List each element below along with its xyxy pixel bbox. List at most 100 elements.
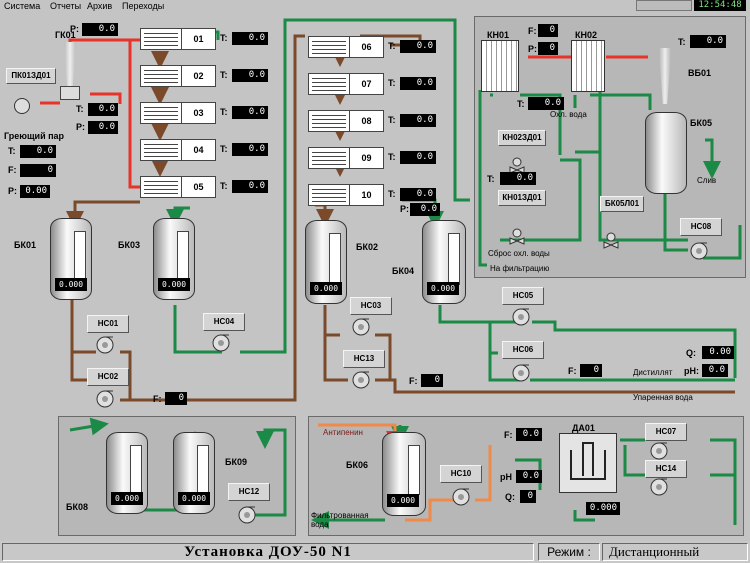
valve-kn01-button[interactable]: КН01ЗД01 <box>498 190 546 206</box>
gk-p-label: P: <box>70 24 79 34</box>
condenser-kn02[interactable] <box>571 40 605 92</box>
pump-icon[interactable] <box>452 488 470 506</box>
pump-icon[interactable] <box>650 478 668 496</box>
lr-ph-label: pH <box>500 472 512 482</box>
pump-icon[interactable] <box>690 242 708 260</box>
menu-item-system[interactable]: Система <box>4 1 41 11</box>
heat-exchanger-number: 03 <box>181 103 215 123</box>
valve-kn02-button[interactable]: КН02ЗД01 <box>498 130 546 146</box>
cooling-water-label: Охл. вода <box>550 110 587 119</box>
heat-exchanger-05[interactable]: 05 <box>140 176 216 198</box>
heat-exchanger-03[interactable]: 03 <box>140 102 216 124</box>
tank-bk01[interactable]: 0.000 <box>50 218 92 300</box>
exchanger-tubes <box>312 188 346 202</box>
evaporated-water-label: Упаренная вода <box>633 393 693 402</box>
pump-ns14-button[interactable]: НС14 <box>645 460 687 478</box>
tank-bk06[interactable]: 0.000 <box>382 432 426 516</box>
tank-bk08[interactable]: 0.000 <box>106 432 148 514</box>
heat-exchanger-07[interactable]: 07 <box>308 73 384 95</box>
distillate-q-label: Q: <box>686 348 696 358</box>
pump-icon[interactable] <box>238 506 256 524</box>
gk-t-value: 0.0 <box>88 103 118 116</box>
pump-ns06-button[interactable]: НС06 <box>502 341 544 359</box>
tank-bk01-label: БК01 <box>14 240 36 250</box>
level-bk05-button[interactable]: БК05Л01 <box>600 196 644 212</box>
heat-exchanger-04[interactable]: 04 <box>140 139 216 161</box>
da01-value: 0.000 <box>586 502 620 515</box>
exchanger-tubes <box>312 40 346 54</box>
lr-f-value: 0.0 <box>516 428 542 441</box>
menu-item-navigation[interactable]: Переходы <box>122 1 165 11</box>
pump-icon[interactable] <box>650 442 668 460</box>
installation-title: Установка ДОУ-50 N1 <box>2 543 534 561</box>
pump-icon[interactable] <box>352 371 370 389</box>
tank-bk09[interactable]: 0.000 <box>173 432 215 514</box>
menu-item-archive[interactable]: Архив <box>87 1 113 11</box>
da01-label: ДА01 <box>572 423 595 433</box>
valve-icon[interactable] <box>14 98 30 114</box>
tank-bk05-label: БК05 <box>690 118 712 128</box>
gk-t-label: T: <box>76 104 84 114</box>
heat-exchanger-number: 09 <box>349 148 383 168</box>
lr-q-label: Q: <box>505 492 515 502</box>
pump-icon[interactable] <box>96 390 114 408</box>
tank-bk05[interactable] <box>645 112 687 194</box>
heat-exchanger-06[interactable]: 06 <box>308 36 384 58</box>
valve-icon[interactable] <box>508 157 526 175</box>
pump-ns07-button[interactable]: НС07 <box>645 423 687 441</box>
pump-icon[interactable] <box>96 336 114 354</box>
exchanger-05-t-value: 0.0 <box>232 180 268 193</box>
valve-icon[interactable] <box>602 232 620 250</box>
pump-ns10-button[interactable]: НС10 <box>440 465 482 483</box>
kn02-label: КН02 <box>575 30 598 40</box>
exchanger-10-t-label: T: <box>388 189 396 199</box>
flow-right-value: 0 <box>580 364 602 377</box>
ex10-p-value: 0.0 <box>410 203 440 216</box>
valve-icon[interactable] <box>508 228 526 246</box>
to-filtration-label: На фильтрацию <box>490 264 550 273</box>
exchanger-tubes <box>144 143 178 157</box>
menu-item-reports[interactable]: Отчеты <box>50 1 82 11</box>
heat-exchanger-02[interactable]: 02 <box>140 65 216 87</box>
exchanger-01-t-value: 0.0 <box>232 32 268 45</box>
exchanger-06-t-value: 0.0 <box>400 40 436 53</box>
steam-f-value: 0 <box>20 164 56 177</box>
lr-ph-value: 0.0 <box>516 470 542 483</box>
pump-icon[interactable] <box>212 334 230 352</box>
heat-exchanger-09[interactable]: 09 <box>308 147 384 169</box>
pump-ns02-button[interactable]: НС02 <box>87 368 129 386</box>
pump-icon[interactable] <box>512 308 530 326</box>
tank-bk04[interactable]: 0.000 <box>422 220 466 304</box>
pump-ns04-button[interactable]: НС04 <box>203 313 245 331</box>
tank-bk03[interactable]: 0.000 <box>153 218 195 300</box>
pump-ns08-button[interactable]: НС08 <box>680 218 722 236</box>
vb01-t-value: 0.0 <box>690 35 726 48</box>
heat-exchanger-10[interactable]: 10 <box>308 184 384 206</box>
mode-label: Режим : <box>538 543 600 561</box>
exchanger-05-t-label: T: <box>220 181 228 191</box>
steam-valve-button[interactable]: ПК01ЗД01 <box>6 68 56 84</box>
pump-ns12-button[interactable]: НС12 <box>228 483 270 501</box>
steam-ejector-icon <box>64 42 76 92</box>
heat-exchanger-number: 06 <box>349 37 383 57</box>
heat-exchanger-number: 02 <box>181 66 215 86</box>
pump-ns05-button[interactable]: НС05 <box>502 287 544 305</box>
pump-icon[interactable] <box>352 318 370 336</box>
pump-ns03-button[interactable]: НС03 <box>350 297 392 315</box>
tank-bk09-label: БК09 <box>225 457 247 467</box>
heat-exchanger-08[interactable]: 08 <box>308 110 384 132</box>
condenser-kn01[interactable] <box>481 40 519 92</box>
pump-ns13-button[interactable]: НС13 <box>343 350 385 368</box>
tank-bk02[interactable]: 0.000 <box>305 220 347 304</box>
pump-icon[interactable] <box>512 364 530 382</box>
flow-right-label: F: <box>568 366 577 376</box>
deaerator-da01[interactable] <box>559 433 617 493</box>
pump-ns01-button[interactable]: НС01 <box>87 315 129 333</box>
steam-f-label: F: <box>8 165 17 175</box>
heater-label: ГК01 <box>55 30 76 40</box>
exchanger-07-t-value: 0.0 <box>400 77 436 90</box>
heat-exchanger-01[interactable]: 01 <box>140 28 216 50</box>
tank-bk02-value: 0.000 <box>310 282 342 295</box>
steam-t-value: 0.0 <box>20 145 56 158</box>
